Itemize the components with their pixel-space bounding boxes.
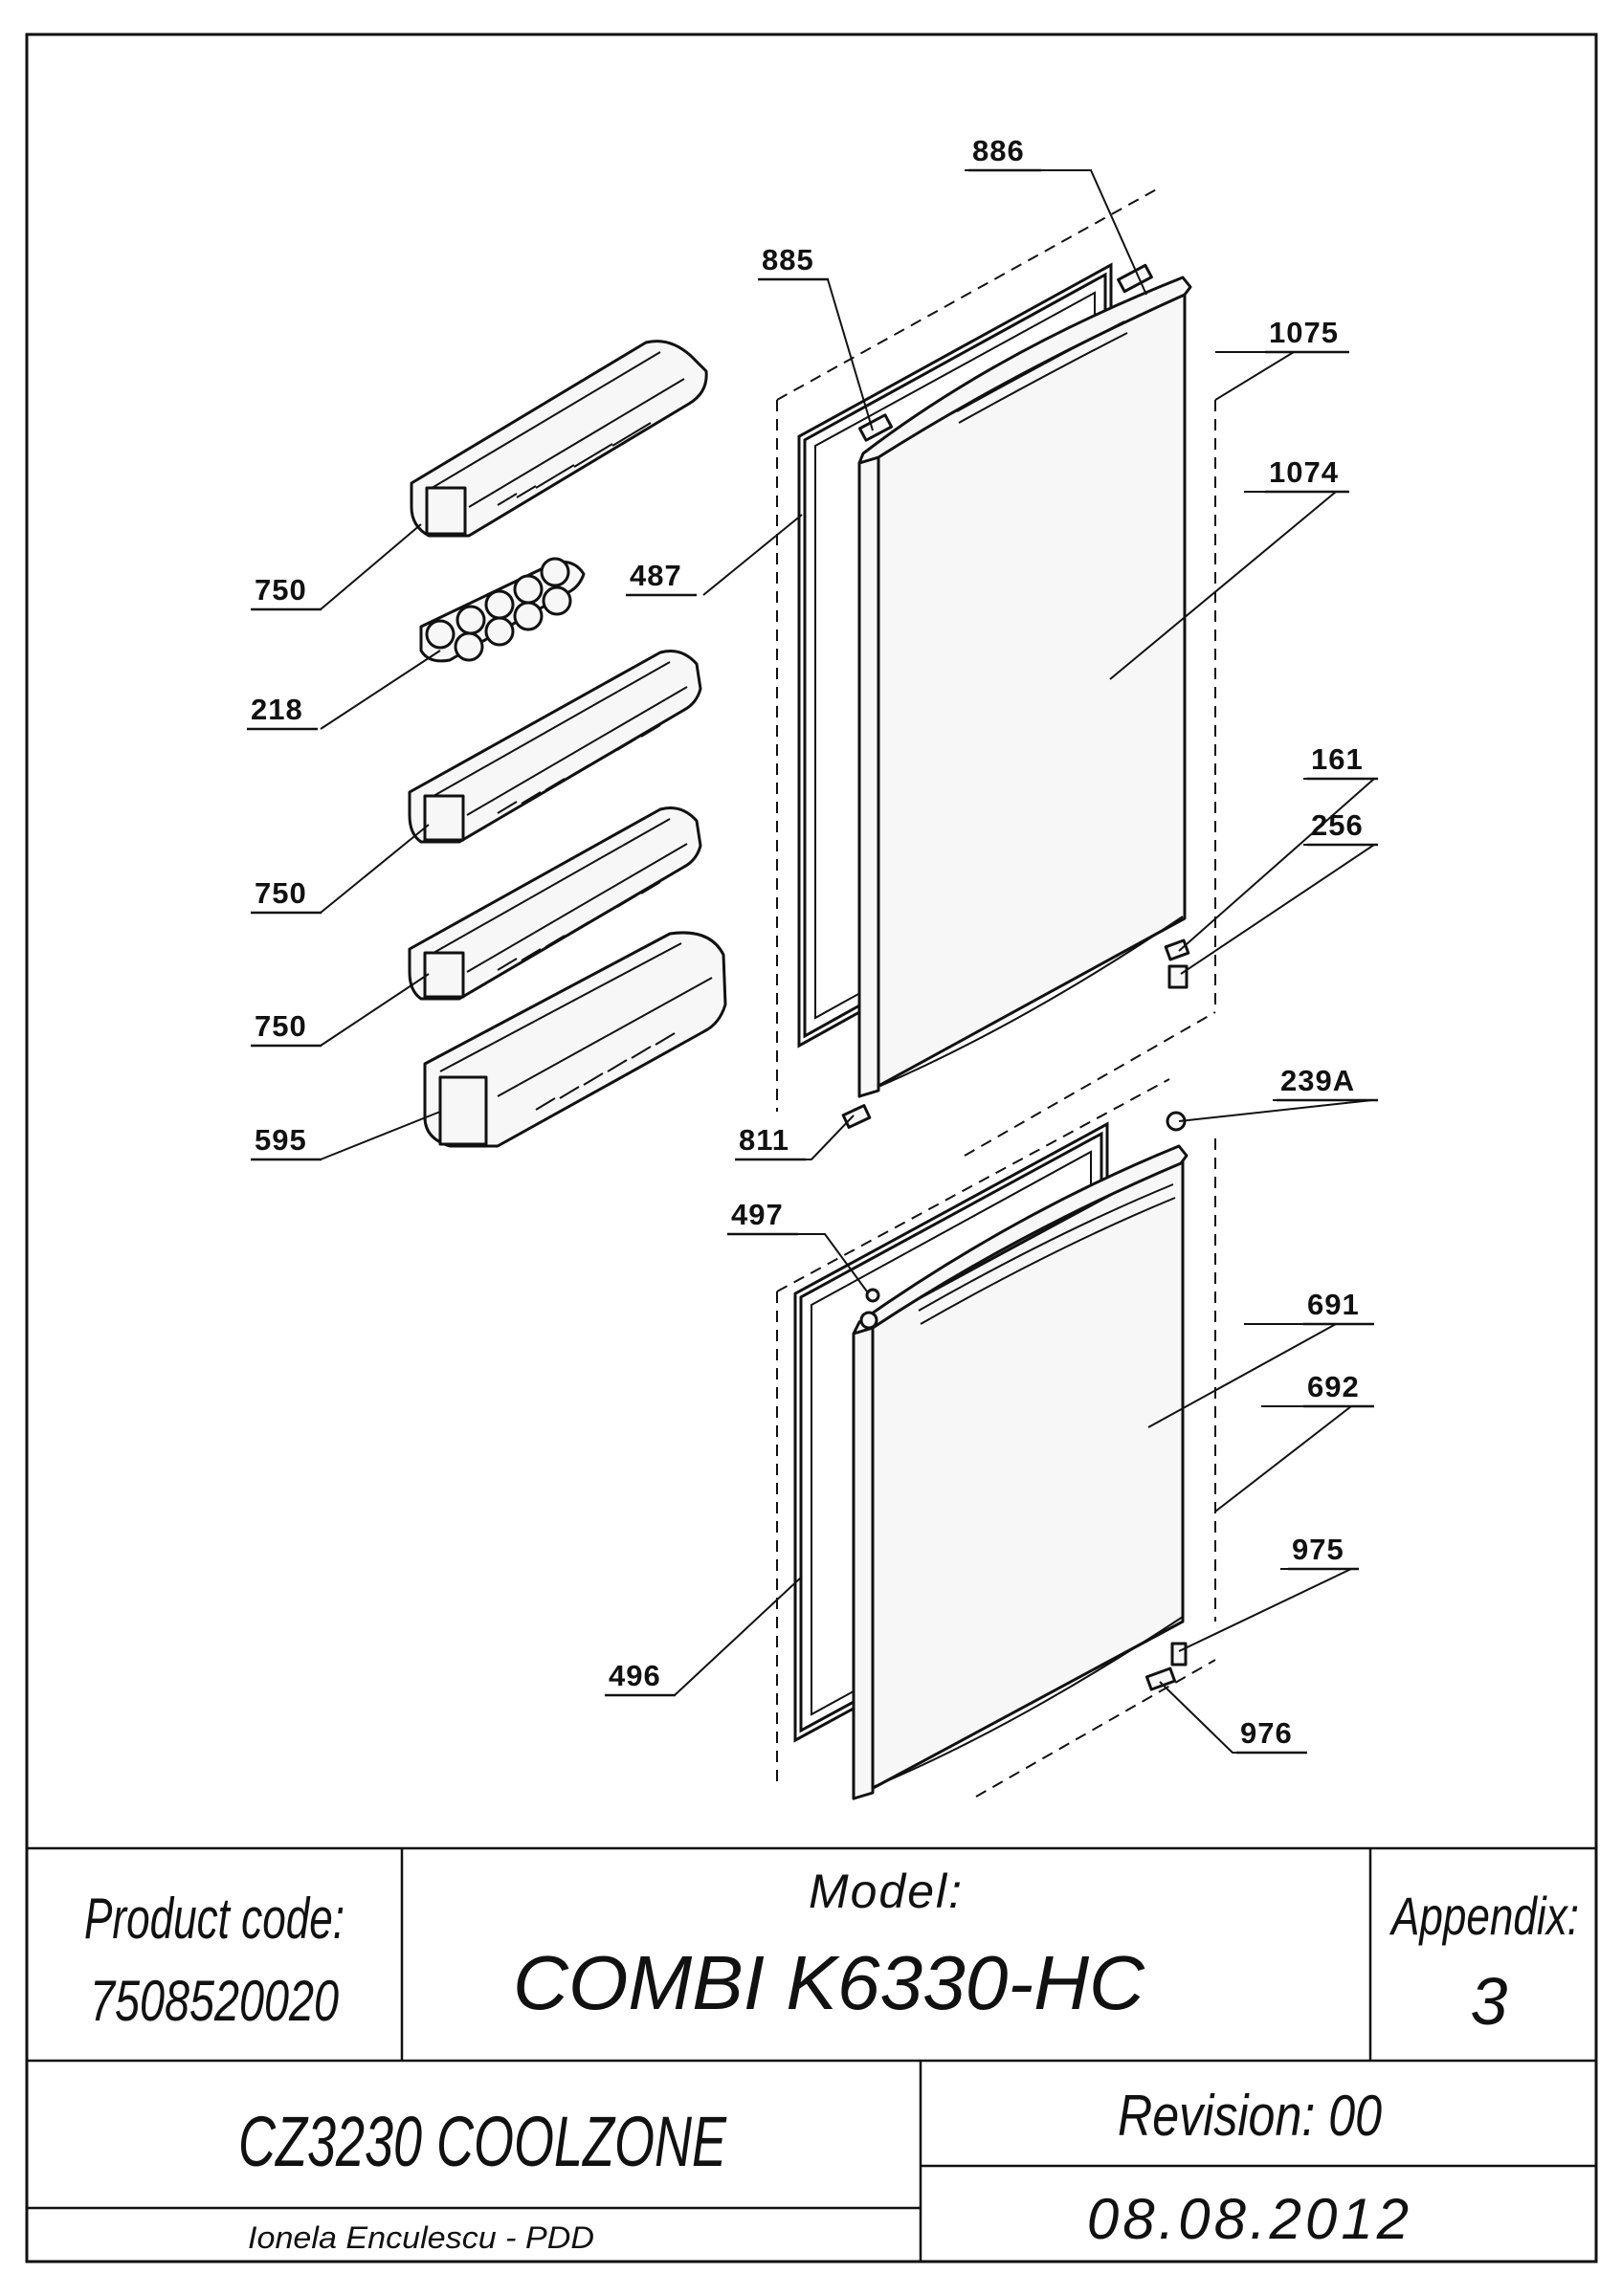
part-labels: 886 885 1075 1074 487 750 218 750 750 59… [247, 134, 1378, 1755]
product-code-label: Product code: [84, 1887, 344, 1951]
revision: Revision: 00 [1118, 2084, 1382, 2148]
part-label-496: 496 [609, 1659, 661, 1692]
part-label-218: 218 [251, 693, 303, 726]
freezer-door-dashed-outline [776, 1078, 1216, 1798]
part-label-976: 976 [1240, 1716, 1293, 1750]
date: 08.08.2012 [1087, 2187, 1412, 2251]
shelf-750-top [410, 340, 708, 538]
part-label-750-middle: 750 [255, 876, 307, 910]
author: Ionela Enculescu - PDD [248, 2220, 594, 2255]
part-label-256: 256 [1311, 808, 1364, 842]
part-label-161: 161 [1311, 742, 1364, 776]
product-code-value: 7508520020 [90, 1969, 339, 2033]
part-label-1074: 1074 [1269, 455, 1339, 489]
part-label-811: 811 [739, 1123, 789, 1157]
shelf-750-lower [408, 806, 702, 1001]
part-label-750-lower: 750 [255, 1009, 307, 1043]
appendix-label: Appendix: [1389, 1886, 1579, 1946]
part-label-885: 885 [762, 243, 814, 276]
freezer-door-panel [852, 1144, 1189, 1800]
drawing-border [25, 33, 1598, 2263]
egg-tray-218 [419, 557, 586, 663]
part-label-595: 595 [255, 1123, 307, 1157]
part-label-239A: 239A [1280, 1064, 1355, 1097]
shelf-750-middle [408, 650, 702, 844]
part-label-1075: 1075 [1269, 316, 1339, 349]
product-name: CZ3230 COOLZONE [238, 2102, 727, 2181]
upper-hinge-parts [841, 938, 1190, 1132]
part-label-497: 497 [731, 1198, 784, 1231]
part-label-692: 692 [1307, 1370, 1360, 1403]
part-label-487: 487 [630, 559, 682, 592]
shelf-595-bottle [423, 931, 727, 1148]
fridge-door-panel [857, 263, 1192, 1098]
model-value: COMBI K6330-HC [513, 1940, 1145, 2025]
part-label-750-top: 750 [255, 573, 307, 607]
fridge-door-dashed-outline [776, 187, 1216, 1157]
appendix-value: 3 [1471, 1964, 1508, 2039]
part-label-691: 691 [1307, 1288, 1360, 1321]
title-block: Product code: 7508520020 Model: COMBI K6… [27, 1846, 1596, 2262]
part-label-886: 886 [972, 134, 1025, 167]
model-label: Model: [809, 1865, 964, 1918]
part-label-975: 975 [1292, 1533, 1344, 1566]
